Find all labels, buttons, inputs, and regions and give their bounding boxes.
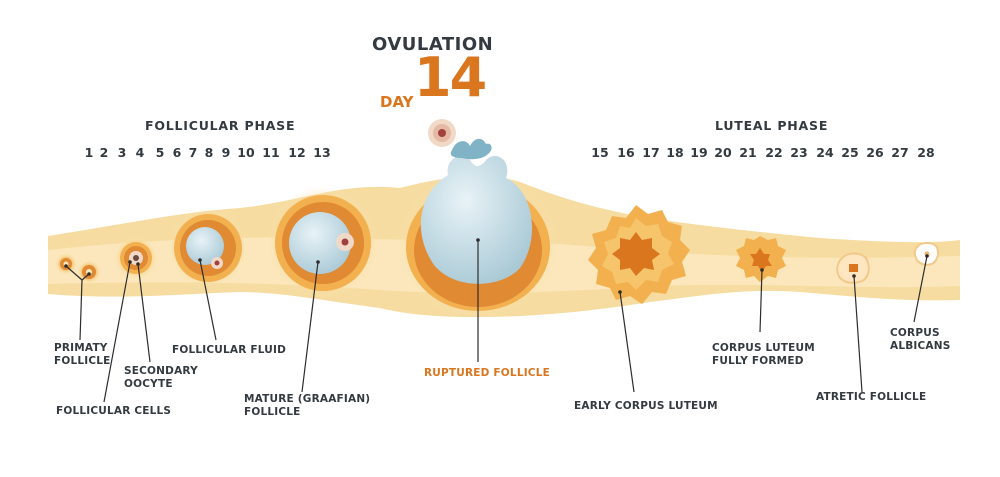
day-number: 5 bbox=[155, 145, 165, 160]
pointer-lines bbox=[65, 240, 928, 403]
graafian-follicle bbox=[267, 187, 379, 299]
secondary-follicle bbox=[114, 236, 158, 280]
label-primary-follicle: PRIMATY FOLLICLE bbox=[54, 342, 111, 367]
day-number: 12 bbox=[288, 145, 306, 160]
atretic-follicle-shape bbox=[836, 252, 870, 284]
label-follicular-cells: FOLLICULAR CELLS bbox=[56, 405, 172, 417]
day-word: DAY bbox=[380, 93, 414, 111]
day-number: 7 bbox=[188, 145, 198, 160]
day-number: 25 bbox=[841, 145, 859, 160]
label-corpus-luteum-fully-formed: CORPUS LUTEUM FULLY FORMED bbox=[712, 342, 815, 367]
day-number: 27 bbox=[891, 145, 909, 160]
antral-follicle bbox=[168, 208, 248, 288]
day-number: 11 bbox=[262, 145, 280, 160]
label-follicular-fluid: FOLLICULAR FLUID bbox=[172, 344, 287, 356]
day-number: 9 bbox=[221, 145, 231, 160]
day-number: 17 bbox=[642, 145, 660, 160]
day-number: 21 bbox=[739, 145, 757, 160]
day-number: 3 bbox=[117, 145, 127, 160]
early-corpus-luteum-shape bbox=[588, 205, 690, 304]
day-number: 23 bbox=[790, 145, 808, 160]
day-number: 15 bbox=[591, 145, 609, 160]
label-atretic-follicle: ATRETIC FOLLICLE bbox=[816, 391, 927, 403]
label-secondary-oocyte: SECONDARY OOCYTE bbox=[124, 365, 198, 390]
day-number: 16 bbox=[617, 145, 635, 160]
pointer-dots bbox=[64, 238, 929, 294]
day-number: 26 bbox=[866, 145, 884, 160]
corpus-albicans-shape bbox=[913, 242, 940, 266]
label-corpus-albicans: CORPUS ALBICANS bbox=[890, 327, 951, 352]
day-number: 20 bbox=[714, 145, 732, 160]
ovulation-title: OVULATION bbox=[372, 34, 494, 55]
day-number: 8 bbox=[204, 145, 214, 160]
label-ruptured-follicle: RUPTURED FOLLICLE bbox=[424, 367, 550, 379]
corpus-luteum-shape bbox=[736, 236, 786, 282]
follicular-phase-title: FOLLICULAR PHASE bbox=[145, 118, 296, 133]
day-number: 19 bbox=[690, 145, 708, 160]
day-number: 6 bbox=[172, 145, 182, 160]
day-number: 14 bbox=[414, 46, 487, 109]
label-early-corpus-luteum: EARLY CORPUS LUTEUM bbox=[574, 400, 718, 412]
day-number: 1 bbox=[84, 145, 94, 160]
day-number: 24 bbox=[816, 145, 834, 160]
label-mature-follicle: MATURE (GRAAFIAN) FOLLICLE bbox=[244, 393, 371, 418]
day-number: 2 bbox=[99, 145, 109, 160]
day-number: 13 bbox=[313, 145, 331, 160]
day-number: 22 bbox=[765, 145, 783, 160]
day-number: 10 bbox=[237, 145, 255, 160]
day-number: 28 bbox=[917, 145, 935, 160]
day-number: 18 bbox=[666, 145, 684, 160]
day-number: 4 bbox=[135, 145, 145, 160]
luteal-phase-title: LUTEAL PHASE bbox=[715, 118, 829, 133]
